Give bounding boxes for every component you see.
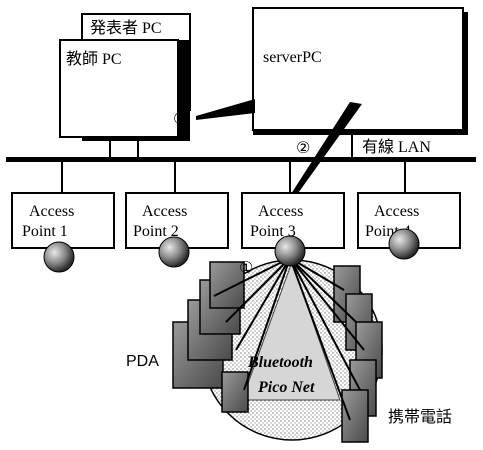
ap2-antenna bbox=[158, 236, 190, 268]
pda-devices bbox=[172, 261, 249, 413]
marker-2: ② bbox=[291, 102, 362, 196]
lan-bus: 有線 LAN bbox=[6, 135, 476, 162]
marker-3-label: ③ bbox=[173, 111, 187, 128]
piconet-label: Pico Net bbox=[257, 379, 315, 396]
antenna-balls bbox=[43, 228, 420, 273]
server-pc-label: serverPC bbox=[263, 49, 322, 66]
ap1-line1: Access bbox=[29, 203, 74, 220]
marker-1-label: ① bbox=[239, 260, 253, 277]
ap3-antenna bbox=[274, 235, 306, 267]
ap1-line2: Point 1 bbox=[22, 223, 68, 240]
access-point-4: Access Point 4 bbox=[357, 192, 461, 249]
ap1-antenna bbox=[43, 241, 75, 273]
marker-2-label: ② bbox=[296, 140, 310, 157]
teacher-pc: 教師 PC bbox=[59, 39, 190, 141]
ap3-line1: Access bbox=[258, 203, 303, 220]
server-pc: serverPC bbox=[252, 7, 468, 135]
marker-3: ③ bbox=[173, 99, 255, 128]
bluetooth-label: Bluetooth bbox=[247, 354, 313, 371]
ap3-line2: Point 3 bbox=[250, 223, 296, 240]
ap4-line1: Access bbox=[374, 203, 419, 220]
phone-label: 携帯電話 bbox=[388, 408, 452, 426]
ap2-line2: Point 2 bbox=[133, 223, 179, 240]
ap2-line1: Access bbox=[142, 203, 187, 220]
pda-label: PDA bbox=[126, 353, 159, 370]
teacher-pc-label: 教師 PC bbox=[66, 50, 122, 68]
lan-label: 有線 LAN bbox=[362, 138, 431, 156]
access-point-1: Access Point 1 bbox=[11, 192, 115, 249]
presenter-pc-label: 発表者 PC bbox=[90, 19, 162, 37]
ap4-antenna bbox=[388, 228, 420, 260]
ap-connectors bbox=[61, 162, 406, 193]
phone-devices bbox=[333, 265, 383, 443]
